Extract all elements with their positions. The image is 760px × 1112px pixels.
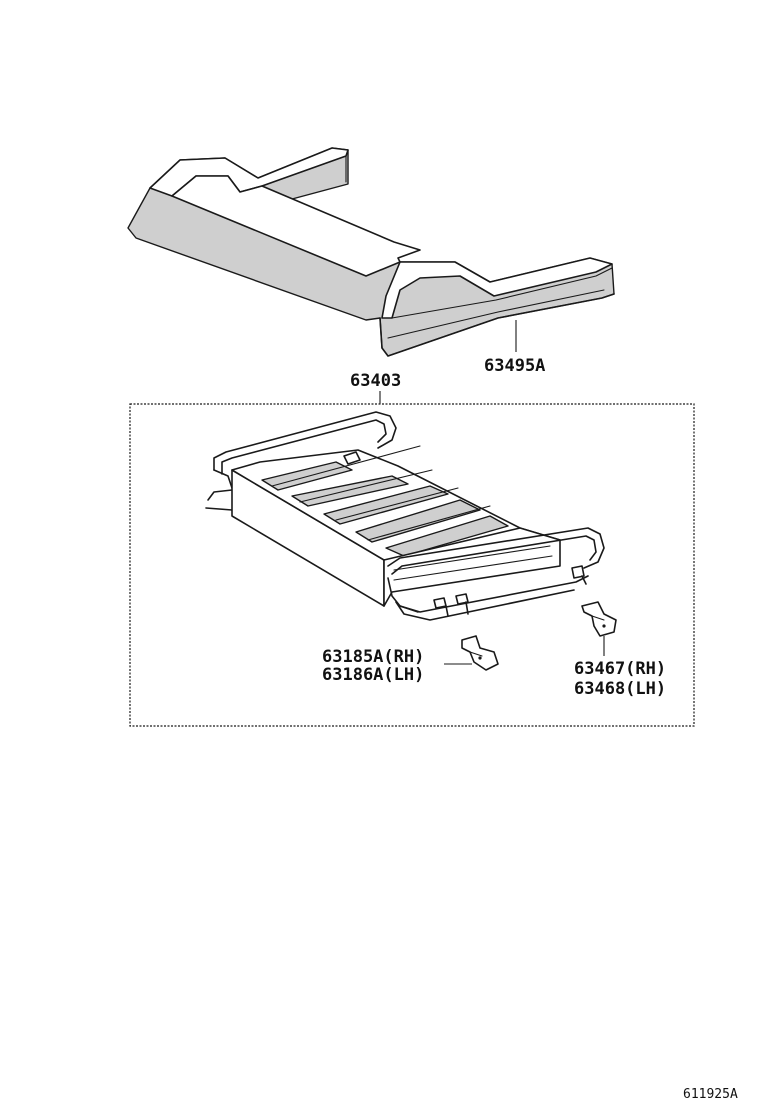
bracket-front-drawing (461, 635, 499, 671)
frame-assembly-box (129, 403, 695, 727)
cushion-pad-drawing (127, 147, 615, 357)
bracket-rear-number-rh: 63467(RH) (574, 659, 666, 679)
bracket-front-number-rh: 63185A(RH) (322, 647, 424, 667)
frame-assembly-drawing (205, 411, 605, 621)
frame-assembly-number: 63403 (350, 371, 401, 391)
diagram-reference-code: 611925A (683, 1087, 738, 1102)
bracket-front-number-lh: 63186A(LH) (322, 665, 424, 685)
cushion-pad-number: 63495A (484, 356, 545, 376)
bracket-rear-number-lh: 63468(LH) (574, 679, 666, 699)
bracket-rear-drawing (581, 601, 617, 637)
